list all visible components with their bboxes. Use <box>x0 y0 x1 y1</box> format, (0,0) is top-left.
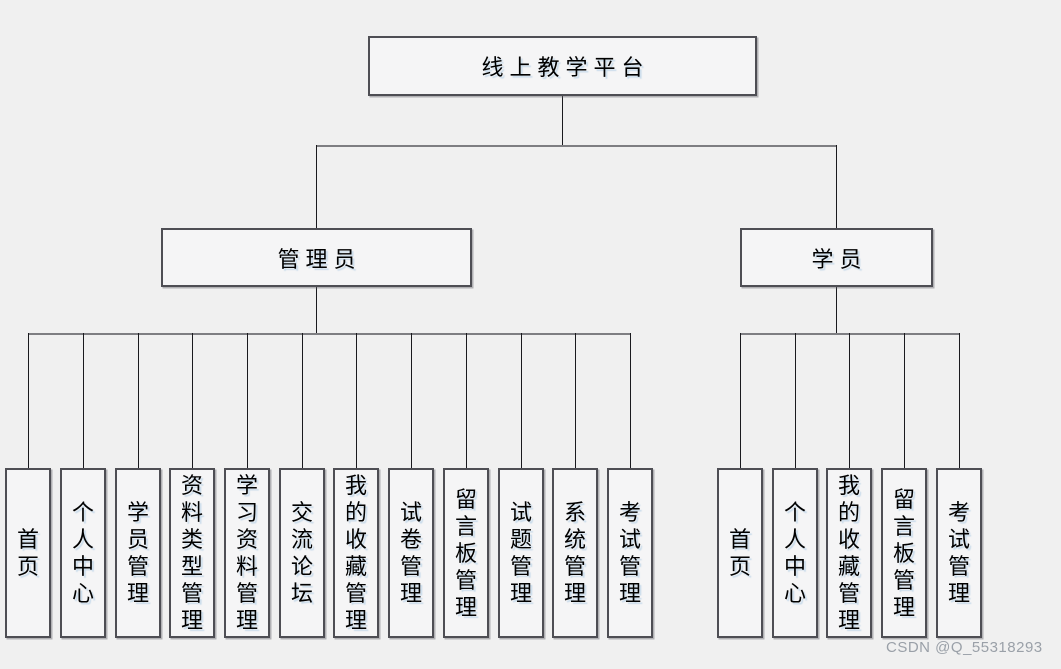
connector-drop-student-leaf-1 <box>740 333 741 468</box>
admin-leaf-favorites-mgmt: 我的收藏管理 <box>333 468 379 638</box>
student-leaf-message-board-mgmt: 留言板管理 <box>881 468 927 638</box>
node-admin: 管理员 <box>161 228 472 287</box>
admin-leaf-home: 首页 <box>5 468 51 638</box>
student-leaf-personal-center: 个人中心 <box>772 468 818 638</box>
student-leaf-favorites-mgmt: 我的收藏管理 <box>826 468 872 638</box>
connector-drop-admin <box>316 145 317 228</box>
node-root-label: 线上教学平台 <box>481 55 650 80</box>
connector-drop-admin-leaf-7 <box>356 333 357 468</box>
admin-leaf-material-type-mgmt-label: 资料类型管理 <box>180 473 203 633</box>
admin-leaf-question-mgmt-label: 试题管理 <box>509 500 532 606</box>
admin-leaf-student-mgmt: 学员管理 <box>115 468 161 638</box>
connector-admin-bus <box>28 333 631 335</box>
node-student: 学员 <box>740 228 933 287</box>
connector-drop-admin-leaf-3 <box>138 333 139 468</box>
connector-drop-student-leaf-3 <box>849 333 850 468</box>
connector-admin-stem <box>316 287 317 335</box>
admin-leaf-question-mgmt: 试题管理 <box>498 468 544 638</box>
student-leaf-home-label: 首页 <box>728 527 751 579</box>
admin-leaf-exam-mgmt: 考试管理 <box>607 468 653 638</box>
student-leaf-exam-mgmt-label: 考试管理 <box>947 500 970 606</box>
student-leaf-message-board-mgmt-label: 留言板管理 <box>892 486 915 620</box>
connector-drop-admin-leaf-12 <box>630 333 631 468</box>
connector-drop-admin-leaf-11 <box>575 333 576 468</box>
node-admin-label: 管理员 <box>277 246 362 272</box>
csdn-watermark: CSDN @Q_55318293 <box>886 639 1043 656</box>
connector-drop-student-leaf-5 <box>959 333 960 468</box>
connector-drop-admin-leaf-10 <box>521 333 522 468</box>
admin-leaf-home-label: 首页 <box>16 527 39 579</box>
admin-leaf-system-mgmt-label: 系统管理 <box>563 500 586 606</box>
admin-leaf-personal-center-label: 个人中心 <box>71 500 94 606</box>
admin-leaf-student-mgmt-label: 学员管理 <box>126 500 149 606</box>
admin-leaf-forum-label: 交流论坛 <box>290 500 313 606</box>
admin-leaf-message-board-mgmt: 留言板管理 <box>443 468 489 638</box>
connector-level1-bus <box>316 145 837 147</box>
student-leaf-home: 首页 <box>717 468 763 638</box>
admin-leaf-forum: 交流论坛 <box>279 468 325 638</box>
connector-drop-admin-leaf-9 <box>466 333 467 468</box>
node-student-label: 学员 <box>811 246 868 272</box>
connector-drop-admin-leaf-2 <box>83 333 84 468</box>
admin-leaf-material-type-mgmt: 资料类型管理 <box>169 468 215 638</box>
connector-drop-student-leaf-4 <box>904 333 905 468</box>
connector-drop-student-leaf-2 <box>795 333 796 468</box>
admin-leaf-system-mgmt: 系统管理 <box>552 468 598 638</box>
admin-leaf-learning-material-mgmt-label: 学习资料管理 <box>235 473 258 633</box>
connector-drop-admin-leaf-6 <box>302 333 303 468</box>
connector-drop-admin-leaf-5 <box>247 333 248 468</box>
admin-leaf-message-board-mgmt-label: 留言板管理 <box>454 486 477 620</box>
admin-leaf-exam-mgmt-label: 考试管理 <box>618 500 641 606</box>
connector-student-stem <box>836 287 837 335</box>
connector-drop-student <box>836 145 837 228</box>
admin-leaf-learning-material-mgmt: 学习资料管理 <box>224 468 270 638</box>
student-leaf-exam-mgmt: 考试管理 <box>936 468 982 638</box>
connector-drop-admin-leaf-1 <box>28 333 29 468</box>
admin-leaf-exam-paper-mgmt: 试卷管理 <box>388 468 434 638</box>
connector-root-stem <box>562 96 563 147</box>
connector-drop-admin-leaf-8 <box>411 333 412 468</box>
admin-leaf-exam-paper-mgmt-label: 试卷管理 <box>399 500 422 606</box>
admin-leaf-personal-center: 个人中心 <box>60 468 106 638</box>
student-leaf-personal-center-label: 个人中心 <box>783 500 806 606</box>
student-leaf-favorites-mgmt-label: 我的收藏管理 <box>837 473 860 633</box>
node-root-platform: 线上教学平台 <box>368 36 757 96</box>
connector-drop-admin-leaf-4 <box>192 333 193 468</box>
admin-leaf-favorites-mgmt-label: 我的收藏管理 <box>344 473 367 633</box>
